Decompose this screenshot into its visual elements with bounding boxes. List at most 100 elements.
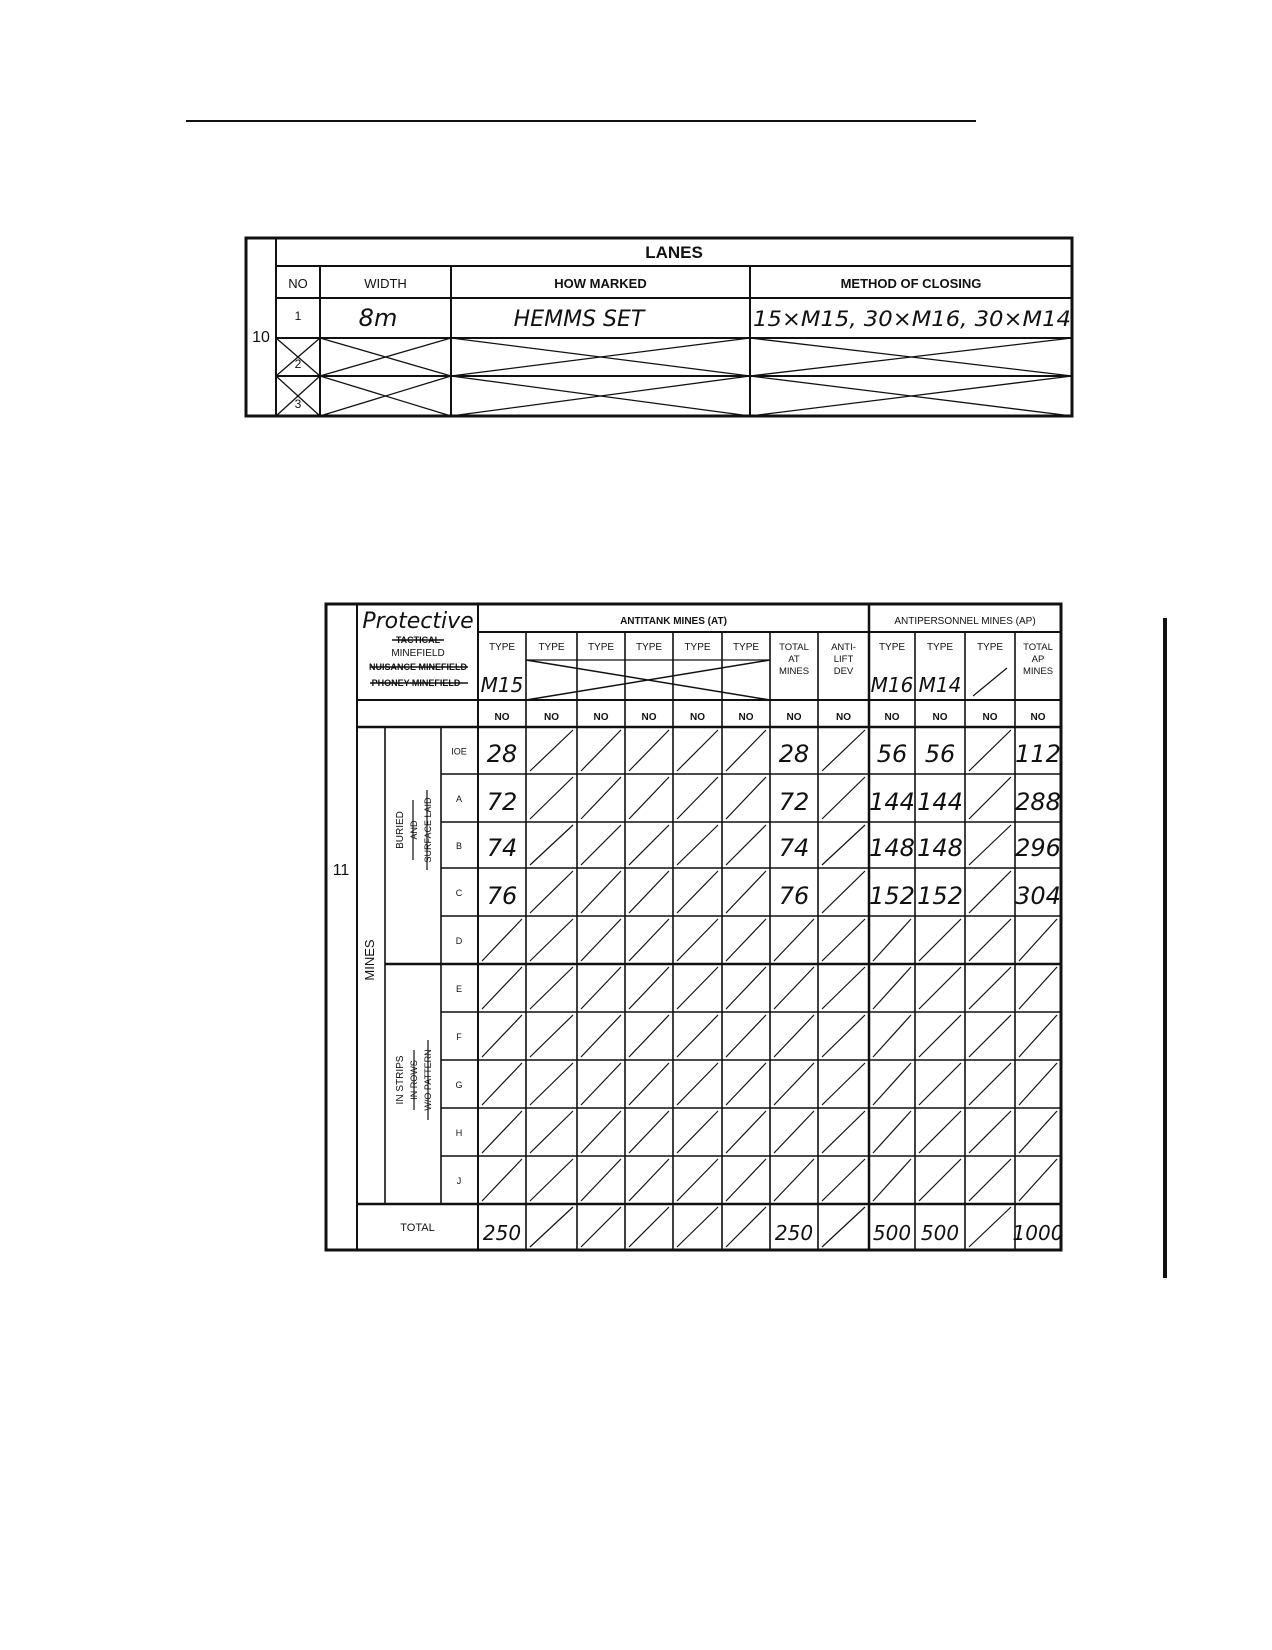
- empty-cell-slash: [968, 918, 1012, 962]
- empty-cell-slash: [1018, 918, 1058, 962]
- empty-cell-slash: [529, 824, 574, 866]
- empty-cell-slash: [872, 918, 912, 962]
- empty-cell-slash: [628, 776, 670, 820]
- strip-label: H: [456, 1128, 463, 1138]
- empty-cell-slash: [918, 966, 962, 1010]
- empty-cell-slash: [628, 1158, 670, 1202]
- empty-cell-slash: [580, 1062, 622, 1106]
- no-label: NO: [885, 712, 900, 723]
- empty-cell-slash: [968, 776, 1012, 820]
- mines-count-value: 74: [487, 834, 518, 862]
- empty-cell-slash: [529, 1014, 574, 1058]
- empty-cell-slash: [628, 1206, 670, 1248]
- at-header: ANTITANK MINES (AT): [620, 616, 727, 627]
- empty-cell-slash: [821, 1206, 866, 1248]
- mines-count-value: 304: [1015, 882, 1061, 910]
- no-label: NO: [787, 712, 802, 723]
- empty-cell-slash: [773, 1014, 815, 1058]
- lane-cross-line: [749, 375, 1073, 417]
- empty-cell-slash: [481, 966, 523, 1010]
- empty-cell-slash: [918, 1014, 962, 1058]
- buried-struck-and: AND: [409, 820, 419, 840]
- total-label: TOTAL: [400, 1222, 434, 1234]
- empty-cell-slash: [676, 729, 719, 772]
- at-type-label: TYPE: [733, 642, 759, 653]
- mines-count-value: 112: [1015, 740, 1061, 768]
- strip-label: F: [456, 1032, 462, 1042]
- type-cross-line: [525, 659, 771, 701]
- empty-cell-slash: [872, 1062, 912, 1106]
- type-slash: [972, 667, 1008, 697]
- empty-cell-slash: [628, 729, 670, 772]
- empty-cell-slash: [725, 918, 767, 962]
- empty-cell-slash: [773, 966, 815, 1010]
- empty-cell-slash: [725, 729, 767, 772]
- strip-label: D: [456, 936, 463, 946]
- empty-cell-slash: [481, 1110, 523, 1154]
- empty-cell-slash: [529, 918, 574, 962]
- at-type-label: TYPE: [636, 642, 662, 653]
- mines-border: [324, 602, 1063, 1252]
- empty-cell-slash: [918, 1062, 962, 1106]
- empty-cell-slash: [872, 1158, 912, 1202]
- mines-count-value: 288: [1015, 788, 1061, 816]
- total-at-label: AT: [788, 654, 800, 665]
- total-ap-label: AP: [1032, 654, 1045, 665]
- ap-type-label: TYPE: [977, 642, 1003, 653]
- empty-cell-slash: [1018, 1062, 1058, 1106]
- strips-label: IN STRIPS: [395, 1055, 406, 1104]
- empty-cell-slash: [628, 824, 670, 866]
- ap-type-value: M16: [871, 673, 914, 697]
- anti-lift-label: DEV: [834, 666, 854, 677]
- total-value: 250: [483, 1221, 521, 1245]
- empty-cell-slash: [725, 1014, 767, 1058]
- empty-cell-slash: [968, 966, 1012, 1010]
- empty-cell-slash: [968, 870, 1012, 914]
- lane-cross-line: [749, 337, 1073, 377]
- empty-cell-slash: [821, 824, 866, 866]
- empty-cell-slash: [529, 776, 574, 820]
- empty-cell-slash: [725, 966, 767, 1010]
- empty-cell-slash: [580, 1206, 622, 1248]
- empty-cell-slash: [676, 1014, 719, 1058]
- strip-label: G: [455, 1080, 462, 1090]
- strip-label: A: [456, 794, 462, 804]
- empty-cell-slash: [821, 1014, 866, 1058]
- empty-cell-slash: [481, 1158, 523, 1202]
- lane-cross-line: [275, 375, 321, 417]
- anti-lift-label: ANTI-: [831, 642, 856, 653]
- empty-cell-slash: [676, 870, 719, 914]
- lanes-section-number: 10: [252, 329, 270, 346]
- empty-cell-slash: [529, 729, 574, 772]
- empty-cell-slash: [773, 1062, 815, 1106]
- buried-label: BURIED: [395, 811, 406, 849]
- empty-cell-slash: [580, 918, 622, 962]
- empty-cell-slash: [676, 1158, 719, 1202]
- at-type-label: TYPE: [684, 642, 710, 653]
- total-ap-label: TOTAL: [1023, 642, 1053, 653]
- lane-number: 3: [295, 397, 302, 411]
- lane-cross-line: [319, 337, 452, 377]
- mines-count-value: 72: [779, 788, 810, 816]
- mines-count-value: 152: [869, 882, 915, 910]
- empty-cell-slash: [773, 1158, 815, 1202]
- empty-cell-slash: [725, 1110, 767, 1154]
- empty-cell-slash: [968, 824, 1012, 866]
- empty-cell-slash: [821, 870, 866, 914]
- top-rule: [186, 120, 976, 122]
- empty-cell-slash: [1018, 1110, 1058, 1154]
- empty-cell-slash: [725, 1158, 767, 1202]
- empty-cell-slash: [628, 1062, 670, 1106]
- empty-cell-slash: [676, 1110, 719, 1154]
- empty-cell-slash: [872, 966, 912, 1010]
- empty-cell-slash: [529, 870, 574, 914]
- minefield-label: MINEFIELD: [391, 648, 444, 659]
- empty-cell-slash: [529, 1206, 574, 1248]
- mines-count-value: 74: [779, 834, 810, 862]
- at-type-label: TYPE: [588, 642, 614, 653]
- empty-cell-slash: [872, 1110, 912, 1154]
- empty-cell-slash: [676, 776, 719, 820]
- no-label: NO: [933, 712, 948, 723]
- empty-cell-slash: [725, 1206, 767, 1248]
- empty-cell-slash: [628, 870, 670, 914]
